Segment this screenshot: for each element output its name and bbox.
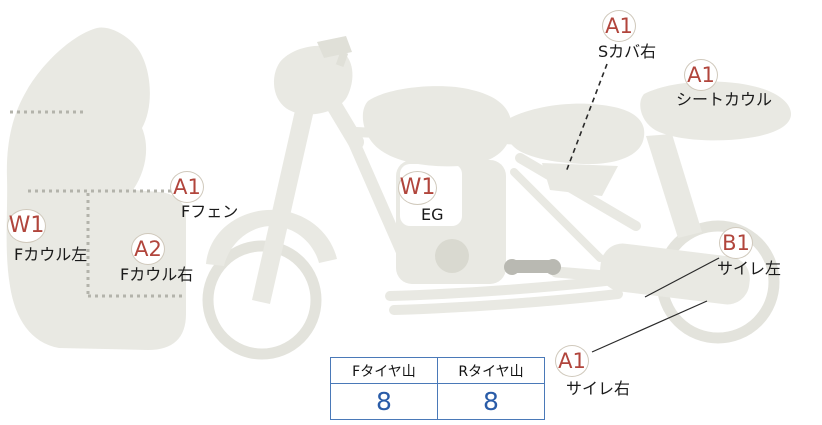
grade-badge-f-cowl-left: W1	[7, 209, 46, 243]
fuel-tank	[362, 86, 512, 167]
seat-cowl	[640, 81, 792, 141]
muffler	[600, 243, 750, 305]
part-name-engine: EG	[421, 205, 444, 224]
part-name-silencer-right: サイレ右	[566, 379, 631, 398]
pointer-line-silencer-left	[644, 257, 720, 298]
grade-badge-engine: W1	[398, 171, 437, 205]
part-name-f-cowl-left: Fカウル左	[14, 245, 88, 264]
pointer-line-s-cover-right	[565, 63, 608, 173]
rear-subframe	[646, 134, 702, 238]
grade-badge-seat-cowl: A1	[684, 59, 718, 91]
part-name-f-fender: Fフェン	[181, 202, 239, 221]
grade-badge-silencer-left: B1	[719, 227, 753, 259]
side-cover	[542, 163, 618, 196]
cowl-panel-seams	[10, 110, 184, 298]
mirror	[317, 36, 352, 67]
front-fork	[252, 106, 314, 304]
footpeg	[504, 259, 561, 275]
part-name-f-cowl-right: Fカウル右	[120, 265, 194, 284]
tire-table-header-front: Fタイヤ山	[330, 357, 438, 384]
tire-table-header-rear: Rタイヤ山	[437, 357, 545, 384]
exhaust-pipes	[385, 275, 623, 315]
front-cowl	[6, 27, 186, 351]
windscreen	[273, 45, 353, 115]
tire-tread-front-value: 8	[330, 383, 438, 420]
grade-badge-s-cover-right: A1	[602, 10, 636, 42]
grade-badge-f-fender: A1	[170, 171, 204, 203]
part-name-silencer-left: サイレ左	[717, 259, 782, 278]
seat	[505, 103, 645, 165]
grade-badge-silencer-right: A1	[555, 345, 589, 377]
grade-badge-f-cowl-right: A2	[131, 233, 165, 265]
part-name-s-cover-right: Sカバ右	[598, 42, 657, 61]
part-name-seat-cowl: シートカウル	[676, 90, 773, 109]
engine-case-circle	[435, 239, 469, 273]
tire-tread-table: Fタイヤ山 Rタイヤ山 8 8	[330, 357, 545, 420]
tire-tread-rear-value: 8	[437, 383, 545, 420]
front-fender	[206, 209, 337, 266]
pointer-line-silencer-right	[591, 300, 708, 353]
